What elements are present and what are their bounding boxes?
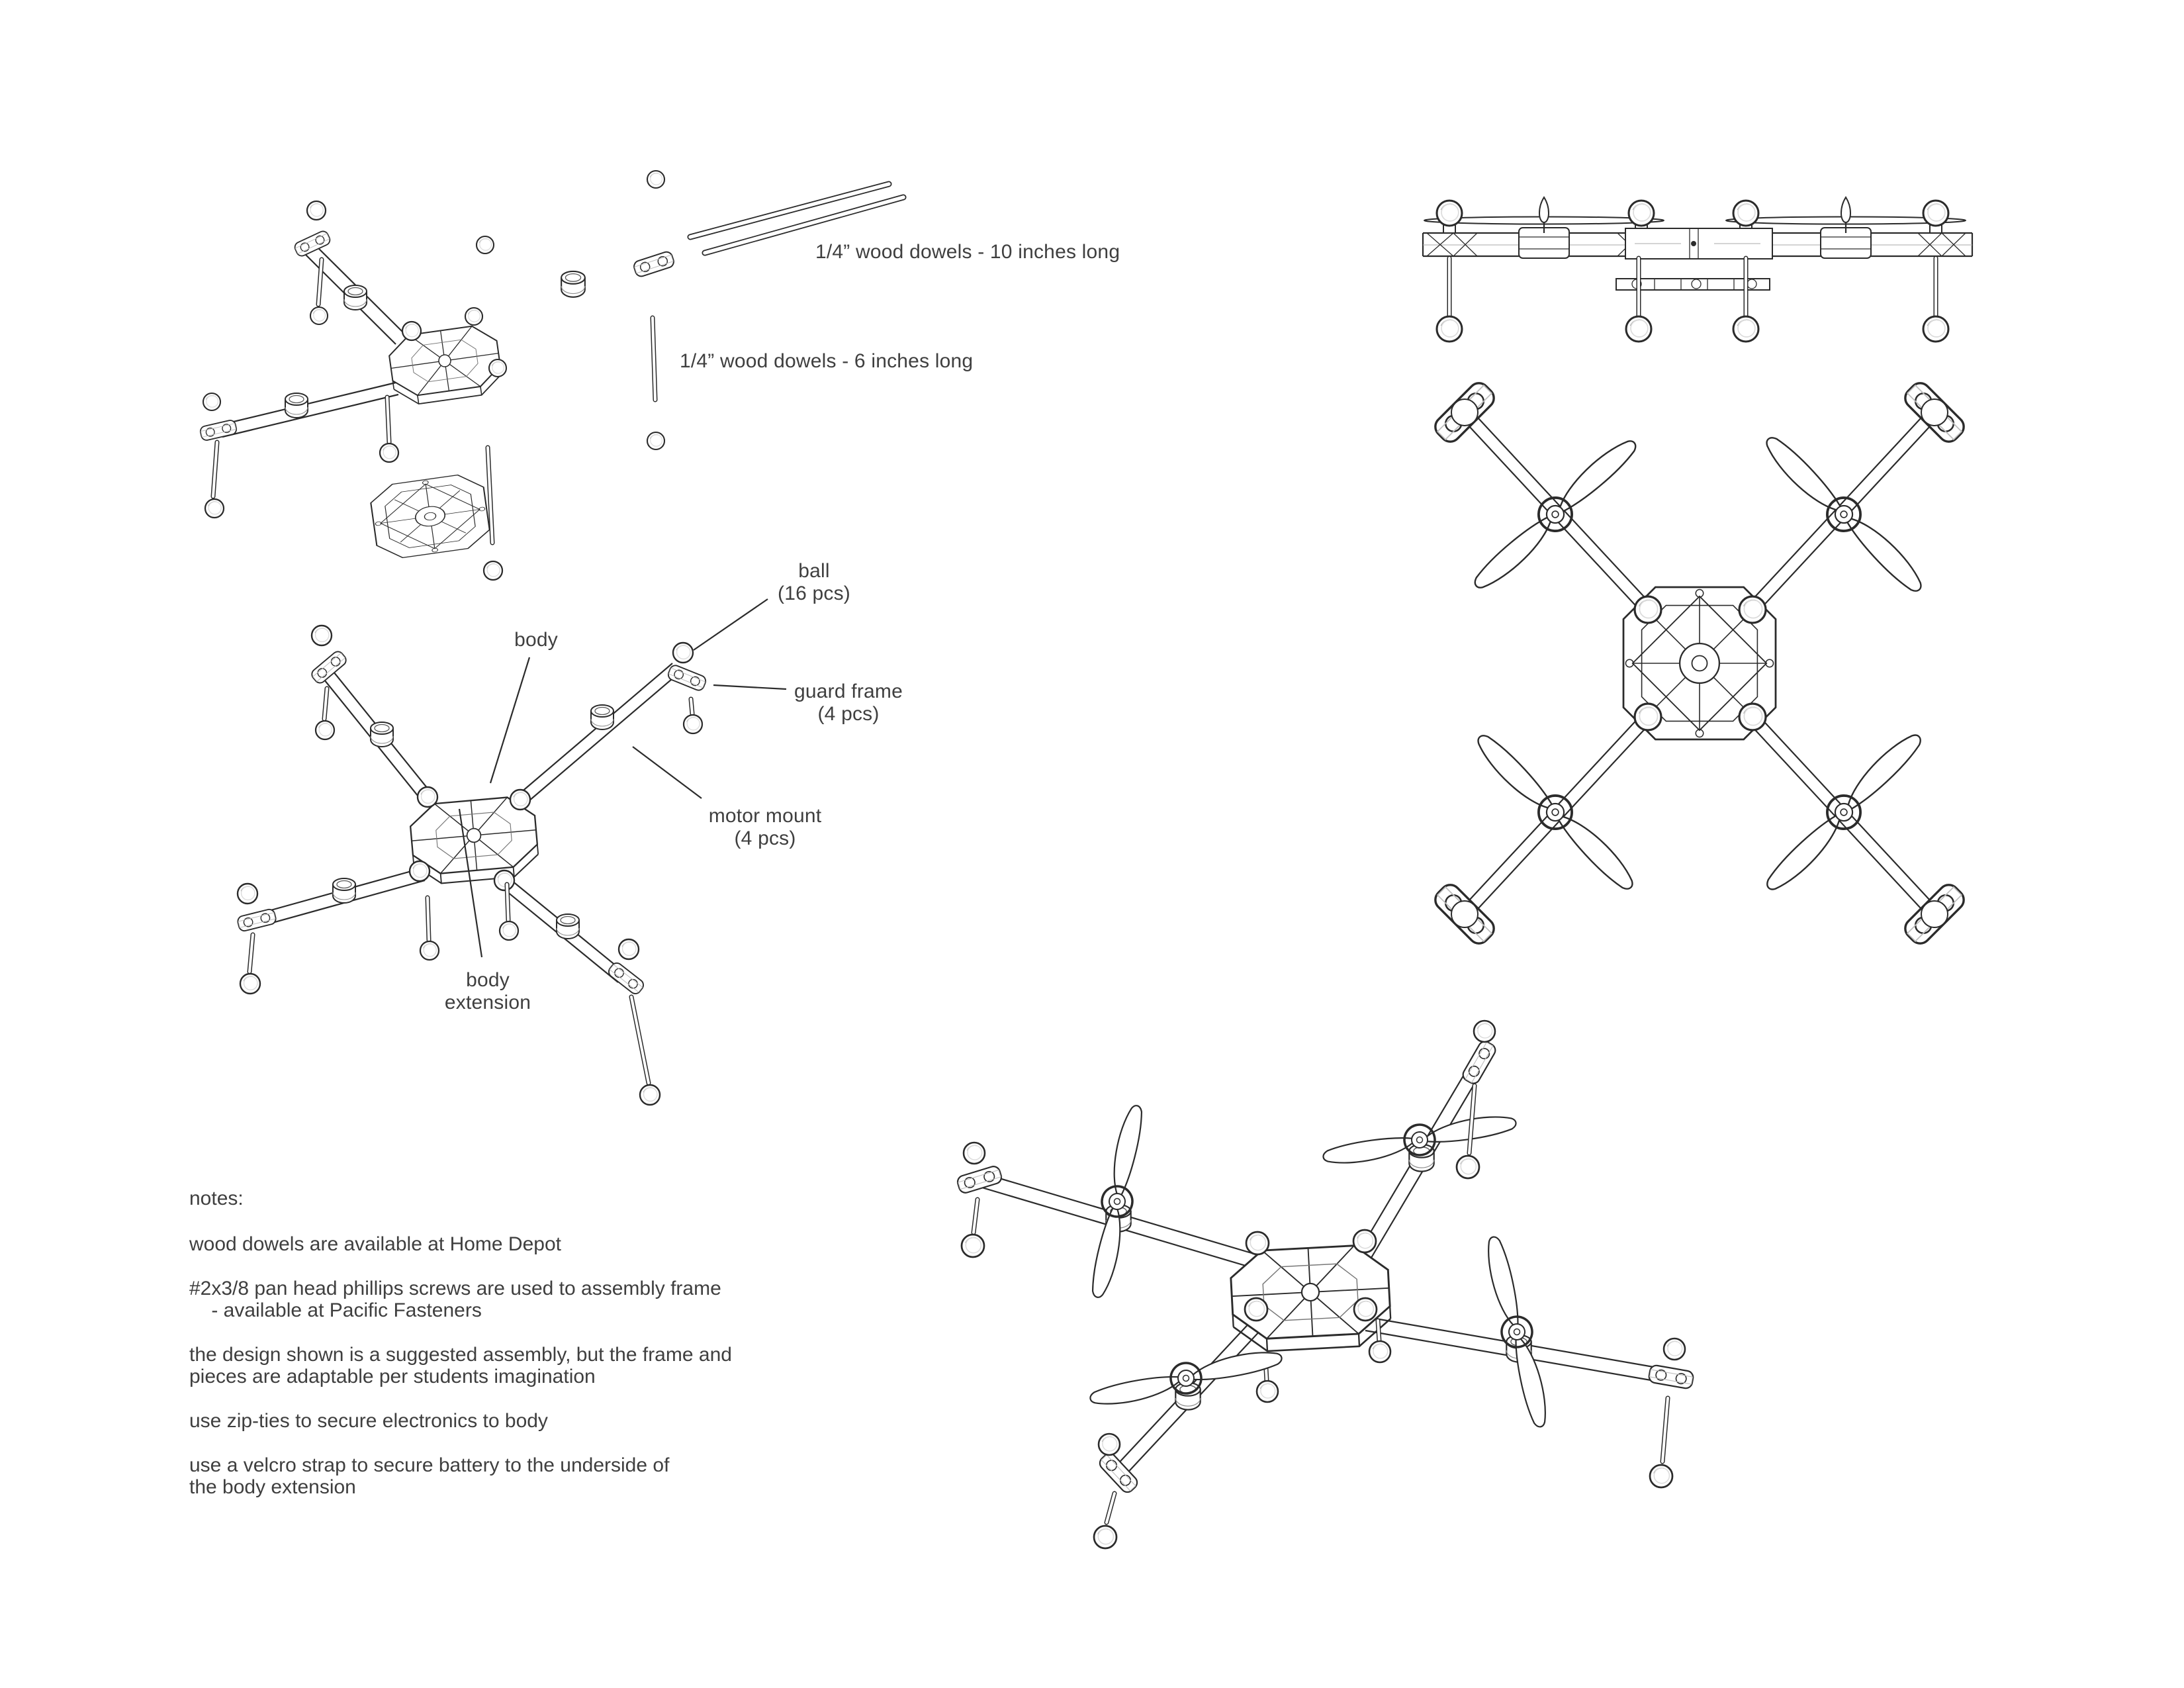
label-ball-line1: ball [798, 560, 830, 582]
label-guard-frame: guard frame (4 pcs) [776, 680, 921, 726]
label-motor-mount: motor mount (4 pcs) [692, 805, 838, 850]
frame-arm-upper-left [308, 624, 431, 800]
exploded-lower-arm [199, 381, 399, 519]
label-ball-line2: (16 pcs) [778, 583, 850, 604]
note-zip-ties: use zip-ties to secure electronics to bo… [189, 1410, 548, 1432]
label-dowel-10: 1/4” wood dowels - 10 inches long [815, 241, 1120, 263]
front-view-motors [1518, 197, 1872, 259]
top-view-drawing [1430, 377, 1970, 949]
exploded-loose-parts [475, 169, 676, 451]
front-view-legs [1435, 256, 1950, 343]
frame-arm-lower-left [236, 867, 426, 995]
label-motor-mount-line1: motor mount [708, 805, 822, 827]
note-design-adaptable: the design shown is a suggested assembly… [189, 1344, 732, 1387]
label-body: body [514, 629, 558, 651]
exploded-view-drawing [199, 169, 907, 581]
iso-arm-tips [955, 1019, 1695, 1550]
label-dowel-6: 1/4” wood dowels - 6 inches long [680, 350, 974, 372]
note-dowels-source: wood dowels are available at Home Depot [189, 1233, 561, 1255]
top-view-guard-frames [1430, 377, 1970, 949]
label-body-extension-line2: extension [444, 992, 531, 1013]
exploded-bottom-plate [368, 445, 504, 581]
exploded-body-plate [379, 306, 508, 463]
top-view-body [1622, 586, 1777, 741]
label-body-extension-line1: body [466, 969, 510, 991]
front-view-body-extension [1615, 278, 1770, 291]
notes-block: notes: wood dowels are available at Home… [189, 1188, 818, 1521]
callout-leader-lines [458, 598, 787, 958]
frame-body [408, 786, 541, 961]
frame-arm-upper-right [520, 641, 708, 806]
wood-dowels-10in [687, 181, 907, 256]
note-velcro-strap: use a velcro strap to secure battery to … [189, 1454, 670, 1498]
iso-body [1228, 1229, 1393, 1403]
label-guard-frame-line1: guard frame [794, 680, 903, 702]
note-screws: #2x3/8 pan head phillips screws are used… [189, 1278, 721, 1321]
assembled-iso-drawing [955, 1019, 1695, 1550]
label-motor-mount-line2: (4 pcs) [734, 827, 796, 849]
notes-heading: notes: [189, 1188, 244, 1209]
frame-arm-lower-right [502, 877, 661, 1106]
front-view-body [1625, 228, 1773, 259]
exploded-upper-arm [293, 200, 406, 345]
labeled-frame-drawing [236, 598, 787, 1106]
front-view-drawing [1422, 197, 1974, 343]
label-guard-frame-line2: (4 pcs) [817, 703, 880, 725]
label-body-extension: body extension [415, 969, 561, 1014]
label-ball: ball (16 pcs) [741, 560, 887, 605]
front-view-propellers [1424, 216, 1966, 225]
